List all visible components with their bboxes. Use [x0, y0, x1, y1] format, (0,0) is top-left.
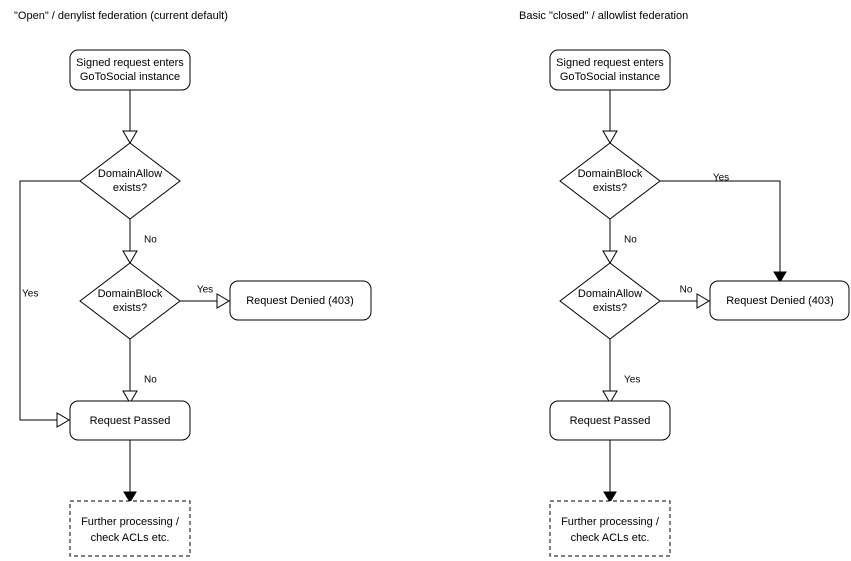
node-shape-request-denied-left	[229, 280, 372, 321]
arrowhead-open-entry-left	[122, 130, 138, 144]
edge-label-domainblock-yes-right: Yes	[713, 173, 729, 184]
node-label-request-denied-left: Request Denied (403)	[246, 295, 354, 307]
node-request-denied-right: Request Denied (403)	[709, 280, 850, 321]
diagram-title-open-denylist: "Open" / denylist federation (current de…	[14, 10, 228, 22]
node-label-entry-left-line2: GoToSocial instance	[80, 71, 180, 83]
edge-domainblock-no-to-domainallow-right: No	[602, 219, 637, 264]
arrowhead-open-allow-no-right	[696, 293, 710, 309]
node-label-further-left-line1: Further processing /	[81, 516, 180, 528]
node-label-entry-right-line2: GoToSocial instance	[560, 71, 660, 83]
node-further-processing-left: Further processing / check ACLs etc.	[69, 500, 191, 557]
diagram-closed-allowlist: Basic "closed" / allowlist federation Si…	[519, 10, 850, 557]
node-label-domainblock-right-line1: DomainBlock	[578, 168, 643, 180]
edge-domainblock-no-to-passed-left: No	[122, 339, 157, 404]
node-shape-request-denied-right	[709, 280, 850, 321]
edge-label-domainallow-no-right: No	[680, 285, 693, 296]
edge-domainallow-yes-to-passed-left: Yes	[19, 180, 80, 428]
edge-label-domainallow-yes-left: Yes	[22, 289, 38, 300]
node-signed-request-entry-left: Signed request enters GoToSocial instanc…	[69, 49, 191, 91]
edge-label-domainallow-no-left: No	[144, 235, 157, 246]
node-label-domainallow-left-line2: exists?	[113, 182, 147, 194]
node-label-request-passed-left: Request Passed	[90, 415, 171, 427]
edge-label-domainblock-no-left: No	[144, 375, 157, 386]
node-label-entry-right-line1: Signed request enters	[556, 57, 664, 69]
node-label-further-right-line2: check ACLs etc.	[571, 532, 650, 544]
edge-passed-to-further-right	[603, 440, 617, 503]
node-shape-further-processing-right	[549, 500, 671, 557]
node-label-further-left-line2: check ACLs etc.	[91, 532, 170, 544]
node-signed-request-entry-right: Signed request enters GoToSocial instanc…	[549, 49, 671, 91]
arrowhead-open-block-yes-left	[216, 293, 230, 309]
edge-domainblock-yes-to-denied-left: Yes	[180, 285, 230, 309]
arrowhead-open-block-no-left	[122, 390, 138, 404]
node-request-passed-right: Request Passed	[549, 400, 671, 441]
edge-label-domainallow-yes-right: Yes	[624, 375, 640, 386]
node-decision-domainblock-left: DomainBlock exists?	[79, 262, 181, 340]
edge-label-domainblock-yes-left: Yes	[197, 285, 213, 296]
node-label-request-denied-right: Request Denied (403)	[726, 295, 834, 307]
edge-domainallow-yes-to-passed-right: Yes	[602, 339, 640, 404]
arrowhead-filled-passed-left	[123, 491, 137, 503]
diagram-title-closed-allowlist: Basic "closed" / allowlist federation	[519, 10, 688, 22]
arrowhead-open-allow-no-left	[122, 250, 138, 264]
edge-entry-to-domainallow-left	[122, 90, 138, 144]
edge-domainallow-no-to-domainblock-left: No	[122, 219, 157, 264]
arrowhead-open-allow-yes-right	[602, 390, 618, 404]
arrowhead-open-block-no-right	[602, 250, 618, 264]
edge-entry-to-domainblock-right	[602, 90, 618, 144]
edge-label-domainblock-no-right: No	[624, 235, 637, 246]
arrowhead-filled-block-yes-right	[773, 271, 787, 283]
node-request-denied-left: Request Denied (403)	[229, 280, 372, 321]
arrowhead-filled-passed-right	[603, 491, 617, 503]
node-shape-further-processing-left	[69, 500, 191, 557]
node-label-further-right-line1: Further processing /	[561, 516, 660, 528]
node-label-domainallow-right-line1: DomainAllow	[578, 288, 642, 300]
node-decision-domainallow-left: DomainAllow exists?	[79, 142, 181, 220]
arrowhead-open-entry-right	[602, 130, 618, 144]
node-label-entry-left-line1: Signed request enters	[76, 57, 184, 69]
node-label-domainblock-left-line1: DomainBlock	[98, 288, 163, 300]
node-decision-domainblock-right: DomainBlock exists?	[559, 142, 661, 220]
edge-passed-to-further-left	[123, 440, 137, 503]
node-label-domainblock-left-line2: exists?	[113, 302, 147, 314]
arrowhead-open-allow-yes-left	[56, 412, 70, 428]
node-label-domainallow-right-line2: exists?	[593, 302, 627, 314]
edge-domainblock-yes-to-denied-right: Yes	[660, 173, 787, 283]
node-label-domainblock-right-line2: exists?	[593, 182, 627, 194]
node-decision-domainallow-right: DomainAllow exists?	[559, 262, 661, 340]
node-label-domainallow-left-line1: DomainAllow	[98, 168, 162, 180]
node-further-processing-right: Further processing / check ACLs etc.	[549, 500, 671, 557]
node-request-passed-left: Request Passed	[69, 400, 191, 441]
diagram-open-denylist: "Open" / denylist federation (current de…	[14, 10, 372, 557]
node-label-request-passed-right: Request Passed	[570, 415, 651, 427]
edge-domainallow-no-to-denied-right: No	[660, 285, 710, 309]
